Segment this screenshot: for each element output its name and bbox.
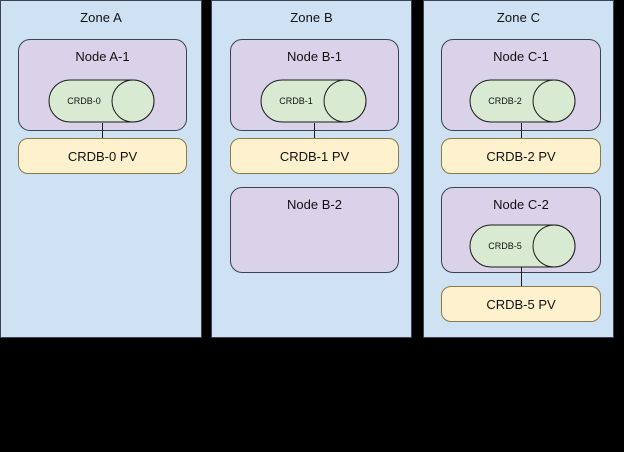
connector-node-b-1-to-pv bbox=[314, 123, 315, 138]
zone-title-c: Zone C bbox=[496, 10, 541, 25]
zone-title-b: Zone B bbox=[290, 10, 333, 25]
node-title-b-2: Node B-2 bbox=[287, 197, 342, 212]
database-cylinder-crdb-1[interactable]: CRDB-1 bbox=[260, 79, 367, 123]
zone-panel-a[interactable]: Zone A Node A-1 CRDB-0 CRDB-0 PV bbox=[0, 0, 202, 338]
pv-box-crdb-5[interactable]: CRDB-5 PV bbox=[441, 286, 601, 322]
cylinder-shape-icon bbox=[469, 79, 576, 123]
node-box-b-1[interactable]: Node B-1 CRDB-1 bbox=[230, 39, 399, 131]
pv-label-crdb-0: CRDB-0 PV bbox=[67, 148, 138, 164]
connector-node-a-1-to-pv bbox=[102, 123, 103, 138]
node-title-c-2: Node C-2 bbox=[493, 197, 549, 212]
zone-panel-c[interactable]: Zone C Node C-1 CRDB-2 CRDB-2 PV Node C-… bbox=[423, 0, 614, 338]
zone-title-a: Zone A bbox=[80, 10, 122, 25]
cylinder-shape-icon bbox=[48, 79, 155, 123]
node-title-c-1: Node C-1 bbox=[493, 49, 549, 64]
connector-node-c-2-to-pv bbox=[521, 267, 522, 286]
node-title-a-1: Node A-1 bbox=[75, 49, 130, 64]
zone-panel-b[interactable]: Zone B Node B-1 CRDB-1 CRDB-1 PV Node B-… bbox=[211, 0, 412, 338]
node-box-a-1[interactable]: Node A-1 CRDB-0 bbox=[18, 39, 187, 131]
connector-node-c-1-to-pv bbox=[521, 123, 522, 138]
database-cylinder-crdb-0[interactable]: CRDB-0 bbox=[48, 79, 155, 123]
cylinder-shape-icon bbox=[469, 224, 576, 268]
pv-box-crdb-2[interactable]: CRDB-2 PV bbox=[441, 138, 601, 174]
pv-label-crdb-1: CRDB-1 PV bbox=[279, 148, 350, 164]
cylinder-shape-icon bbox=[260, 79, 367, 123]
node-box-c-1[interactable]: Node C-1 CRDB-2 bbox=[441, 39, 601, 131]
node-box-b-2[interactable]: Node B-2 bbox=[230, 187, 399, 273]
database-cylinder-crdb-5[interactable]: CRDB-5 bbox=[469, 224, 576, 268]
pv-box-crdb-1[interactable]: CRDB-1 PV bbox=[230, 138, 399, 174]
database-cylinder-crdb-2[interactable]: CRDB-2 bbox=[469, 79, 576, 123]
node-title-b-1: Node B-1 bbox=[287, 49, 342, 64]
pv-box-crdb-0[interactable]: CRDB-0 PV bbox=[18, 138, 187, 174]
pv-label-crdb-5: CRDB-5 PV bbox=[486, 296, 556, 312]
pv-label-crdb-2: CRDB-2 PV bbox=[486, 148, 556, 164]
node-box-c-2[interactable]: Node C-2 CRDB-5 bbox=[441, 187, 601, 273]
